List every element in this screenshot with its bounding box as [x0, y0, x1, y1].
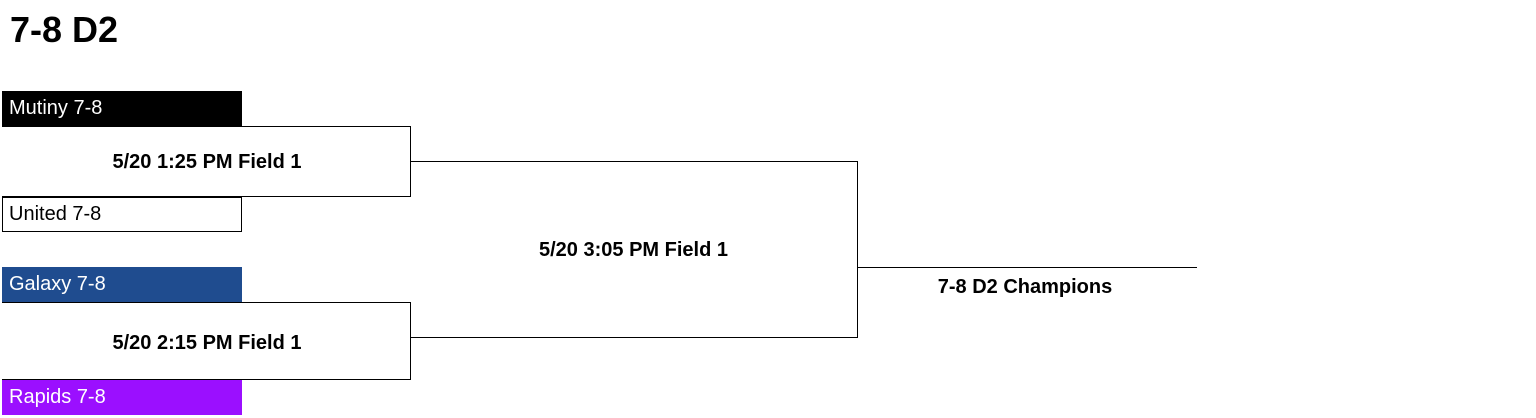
semi1-vertical-connector	[410, 126, 411, 197]
semi2-advance-line	[411, 337, 858, 338]
semi2-top-connector	[2, 302, 411, 303]
champion-label: 7-8 D2 Champions	[937, 276, 1113, 298]
semi2-bottom-connector	[2, 379, 411, 380]
semi2-game-label: 5/20 2:15 PM Field 1	[112, 332, 302, 354]
final-vertical-connector	[857, 161, 858, 338]
team-slot-galaxy[interactable]: Galaxy 7-8	[2, 267, 242, 302]
team-slot-mutiny[interactable]: Mutiny 7-8	[2, 91, 242, 126]
semi1-bottom-connector	[2, 196, 411, 197]
team-slot-rapids[interactable]: Rapids 7-8	[2, 380, 242, 415]
final-game-label: 5/20 3:05 PM Field 1	[539, 239, 728, 261]
semi1-advance-line	[411, 161, 858, 162]
page-title: 7-8 D2	[10, 9, 119, 50]
champion-line	[857, 267, 1197, 268]
team-slot-united[interactable]: United 7-8	[2, 197, 242, 232]
semi1-game-label: 5/20 1:25 PM Field 1	[112, 151, 302, 173]
semi2-vertical-connector	[410, 302, 411, 380]
semi1-top-connector	[2, 126, 411, 127]
